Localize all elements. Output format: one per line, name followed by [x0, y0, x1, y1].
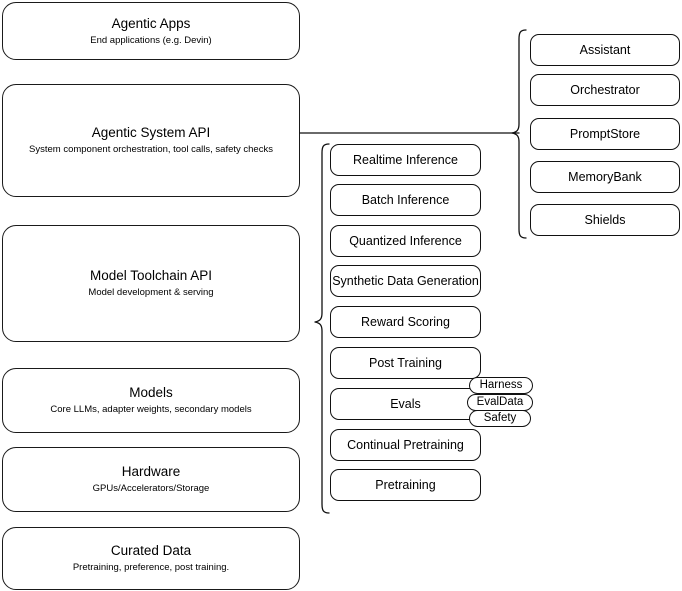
eval-tag-label: Safety [483, 412, 517, 424]
component-orchestrator[interactable]: Orchestrator [530, 74, 680, 106]
eval-tag-label: EvalData [476, 396, 524, 408]
capability-realtime-inference[interactable]: Realtime Inference [330, 144, 481, 176]
capability-label: Post Training [369, 355, 442, 370]
layer-subtitle: Core LLMs, adapter weights, secondary mo… [50, 404, 252, 415]
component-promptstore[interactable]: PromptStore [530, 118, 680, 150]
layer-models[interactable]: Models Core LLMs, adapter weights, secon… [2, 368, 300, 433]
capability-post-training[interactable]: Post Training [330, 347, 481, 379]
capability-continual-pretraining[interactable]: Continual Pretraining [330, 429, 481, 461]
layer-title: Agentic Apps [111, 15, 191, 31]
layer-curated-data[interactable]: Curated Data Pretraining, preference, po… [2, 527, 300, 590]
layer-subtitle: Pretraining, preference, post training. [72, 562, 230, 573]
eval-tag-harness[interactable]: Harness [469, 377, 533, 394]
layer-subtitle: System component orchestration, tool cal… [29, 144, 273, 155]
component-memorybank[interactable]: MemoryBank [530, 161, 680, 193]
eval-tag-safety[interactable]: Safety [469, 410, 531, 427]
layer-hardware[interactable]: Hardware GPUs/Accelerators/Storage [2, 447, 300, 512]
capability-quantized-inference[interactable]: Quantized Inference [330, 225, 481, 257]
capability-pretraining[interactable]: Pretraining [330, 469, 481, 501]
layer-title: Model Toolchain API [89, 268, 213, 283]
component-label: Orchestrator [570, 82, 640, 97]
layer-title: Curated Data [110, 543, 192, 558]
capability-synthetic-data-generation[interactable]: Synthetic Data Generation [330, 265, 481, 297]
capability-label: Continual Pretraining [347, 437, 464, 452]
eval-tag-evaldata[interactable]: EvalData [467, 394, 533, 411]
capability-label: Realtime Inference [353, 152, 458, 167]
eval-tag-label: Harness [479, 379, 523, 391]
capability-label: Batch Inference [361, 192, 450, 207]
capability-reward-scoring[interactable]: Reward Scoring [330, 306, 481, 338]
capability-label: Quantized Inference [349, 233, 462, 248]
layer-agentic-apps[interactable]: Agentic Apps End applications (e.g. Devi… [2, 2, 300, 60]
capability-label: Pretraining [375, 477, 436, 492]
component-label: Shields [584, 212, 626, 227]
layer-subtitle: Model development & serving [88, 287, 214, 298]
capability-batch-inference[interactable]: Batch Inference [330, 184, 481, 216]
layer-title: Hardware [121, 464, 181, 479]
capability-label: Synthetic Data Generation [332, 273, 479, 288]
component-assistant[interactable]: Assistant [530, 34, 680, 66]
layer-model-toolchain-api[interactable]: Model Toolchain API Model development & … [2, 225, 300, 342]
component-label: MemoryBank [568, 169, 642, 184]
capability-label: Reward Scoring [361, 314, 450, 329]
component-shields[interactable]: Shields [530, 204, 680, 236]
layer-subtitle: GPUs/Accelerators/Storage [92, 483, 210, 494]
capability-evals[interactable]: Evals [330, 388, 481, 420]
layer-title: Agentic System API [91, 125, 211, 140]
capability-label: Evals [390, 396, 421, 411]
toolchain-capabilities-bracket [314, 143, 330, 514]
layer-subtitle: End applications (e.g. Devin) [90, 34, 212, 46]
layer-agentic-system-api[interactable]: Agentic System API System component orch… [2, 84, 300, 197]
layer-title: Models [129, 385, 173, 400]
component-label: PromptStore [569, 126, 641, 141]
agentic-components-bracket [511, 29, 527, 239]
component-label: Assistant [579, 42, 631, 57]
